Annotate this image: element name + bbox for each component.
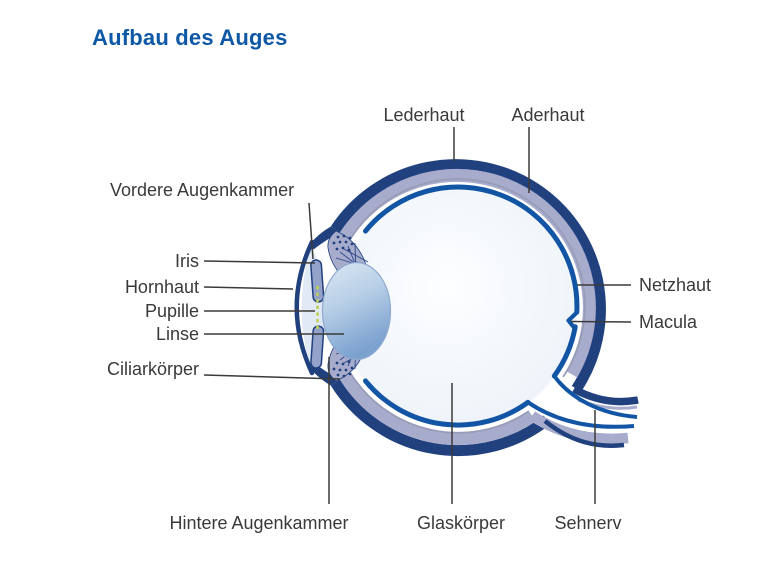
pointer-iris [203,260,316,264]
choroid-arc-lower [340,372,536,445]
pointer-lines [203,127,632,504]
choroid-inner-edge [346,178,586,434]
label-ciliarkoerper: Ciliarkörper [107,359,199,379]
pointer-ciliarkoerper [203,374,341,380]
label-aderhaut: Aderhaut [511,105,584,125]
optic-nerve-sheath-bottom [529,411,629,445]
label-hintere-augenkammer: Hintere Augenkammer [169,513,348,533]
label-macula: Macula [639,312,698,332]
label-pupille: Pupille [145,301,199,321]
optic-nerve-sheath-bottom-edge [543,419,625,448]
pointer-hornhaut [203,286,294,290]
choroid-inner-edge-main [346,178,586,378]
retina [363,184,580,428]
sclera-cornea-junction-top [310,226,341,250]
cornea [294,239,315,376]
label-sehnerv: Sehnerv [554,513,621,533]
label-vordere-augenkammer: Vordere Augenkammer [110,180,294,200]
label-linse: Linse [156,324,199,344]
label-iris: Iris [175,251,199,271]
iris-top [310,259,325,303]
lens [321,261,392,361]
page-title: Aufbau des Auges [92,25,288,50]
optic-nerve-stripe-blue-2 [526,400,635,429]
choroid-arc-main [336,168,596,378]
label-glaskoerper: Glaskörper [417,513,505,533]
retina-arc-lower [363,378,531,428]
optic-nerve-sheath-top [572,385,639,406]
choroid [336,168,596,445]
pointer-macula [570,320,632,323]
retina-arc-upper [363,184,580,315]
optic-nerve-stripe-blue-1 [552,374,638,419]
vitreous-body [338,186,578,426]
sclera [330,159,606,457]
labels: Lederhaut Aderhaut Vordere Augenkammer I… [107,105,711,533]
optic-nerve [526,374,639,448]
sclera-arc-lower [330,379,551,457]
label-hornhaut: Hornhaut [125,277,199,297]
label-lederhaut: Lederhaut [383,105,464,125]
choroid-inner-edge-lower [349,372,530,434]
macula-notch [566,310,579,332]
iris-bottom [310,325,325,369]
sclera-arc-main [330,159,606,392]
pointer-vordere-augenkammer [308,202,314,260]
label-netzhaut: Netzhaut [639,275,711,295]
